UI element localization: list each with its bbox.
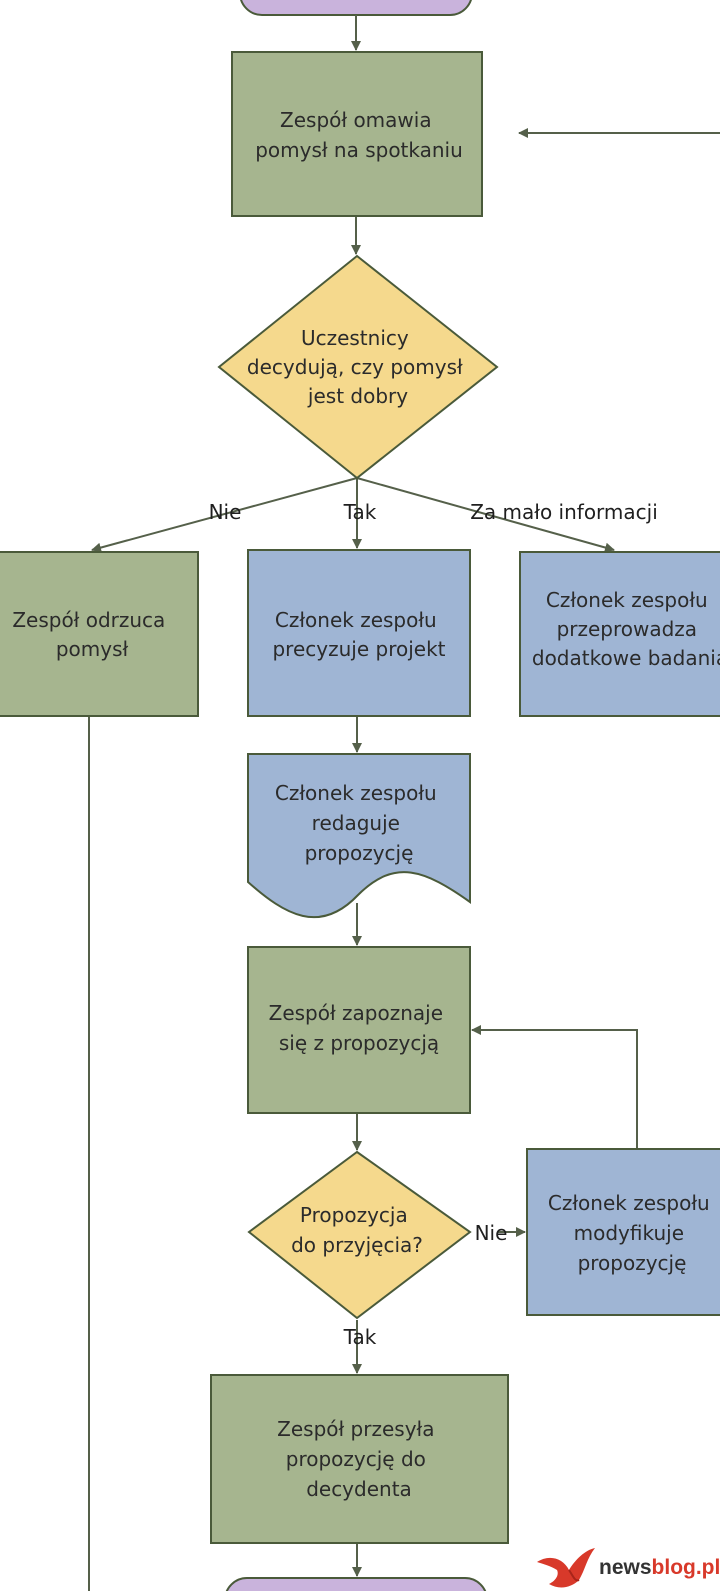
node-decide-text: Uczestnicy decydują, czy pomysł jest dob… <box>247 326 469 408</box>
node-decide <box>217 254 499 480</box>
node-research-text: Członek zespołu przeprowadza dodatkowe b… <box>532 588 720 670</box>
start-terminator <box>240 0 472 16</box>
edge-modify-review <box>471 1025 638 1149</box>
edge-decide-reject <box>91 477 358 553</box>
newsblog-logo: newsblog.pl <box>535 1540 720 1591</box>
node-reject-text: Zespół odrzuca pomysł <box>12 608 171 661</box>
node-modify <box>526 1148 720 1316</box>
node-accept-text: Propozycja do przyjęcia? <box>291 1203 423 1257</box>
edge-label-yes: Tak <box>343 500 377 524</box>
node-discuss <box>231 51 483 217</box>
edge-label-no2: Nie <box>475 1221 508 1245</box>
node-draft-text: Członek zespołu redaguje propozycję <box>275 781 443 865</box>
edge-label-yes2: Tak <box>343 1325 377 1349</box>
node-send <box>210 1374 509 1544</box>
node-reject <box>0 551 199 717</box>
edge-label-info: Za mało informacji <box>470 500 658 524</box>
edge-decide-research <box>356 477 615 553</box>
node-research <box>519 551 720 717</box>
logo-blog: blog.pl <box>652 1556 720 1579</box>
node-discuss-text: Zespół omawia pomysł na spotkaniu <box>255 108 463 162</box>
connectors <box>88 15 720 1591</box>
svg-text:newsblog.pl: newsblog.pl <box>599 1556 720 1579</box>
node-send-text: Zespół przesyła propozycję do decydenta <box>277 1417 441 1501</box>
node-review-text: Zespół zapoznaje się z propozycją <box>269 1001 450 1055</box>
bird-logo-icon: newsblog.pl <box>537 1548 720 1588</box>
end-terminator <box>225 1577 487 1591</box>
node-refine-text: Członek zespołu precyzuje projekt <box>272 608 445 661</box>
node-review <box>247 946 471 1114</box>
node-accept <box>247 1150 472 1320</box>
node-draft <box>247 753 471 919</box>
node-modify-text: Członek zespołu modyfikuje propozycję <box>548 1191 716 1275</box>
edge-label-no: Nie <box>209 500 242 524</box>
node-refine <box>247 549 471 717</box>
logo-news: news <box>599 1556 652 1579</box>
